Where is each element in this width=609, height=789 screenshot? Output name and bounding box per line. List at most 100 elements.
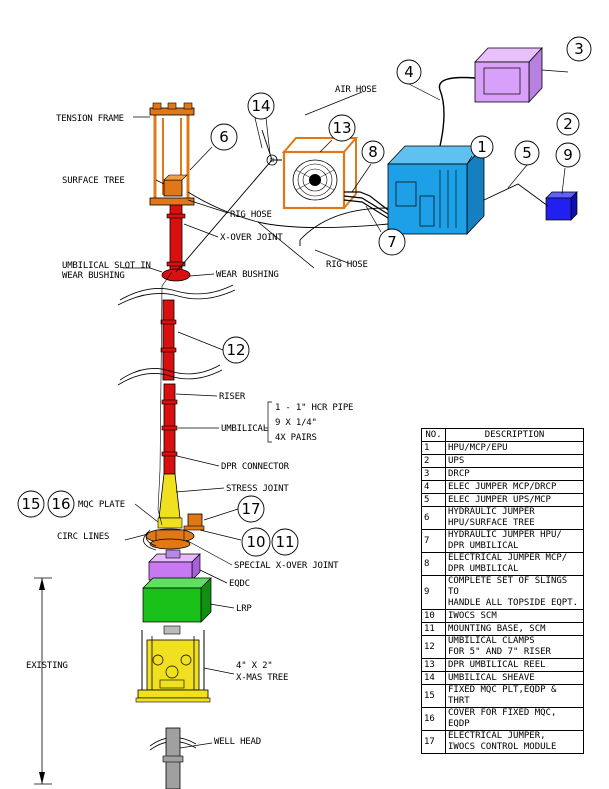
label-xmas-2: X-MAS TREE — [236, 673, 288, 683]
existing-dimension — [34, 577, 52, 785]
legend-description-line: UMBILICAL SHEAVE — [448, 672, 535, 683]
legend-description-line: COMPLETE SET OF SLINGS TO — [448, 576, 568, 597]
legend-description-line: COVER FOR FIXED MQC, EQDP — [448, 708, 557, 729]
legend-row-number: 7 — [421, 529, 446, 553]
legend-description-line: HPU/MCP/EPU — [448, 442, 508, 453]
legend-description-line: ELEC JUMPER MCP/DRCP — [448, 481, 557, 492]
label-xover-joint: X-OVER JOINT — [220, 233, 283, 243]
legend-row-description: COVER FOR FIXED MQC, EQDP — [445, 707, 584, 731]
label-special-xover: SPECIAL X-OVER JOINT — [234, 561, 339, 571]
legend-description-line: IWOCS CONTROL MODULE — [448, 742, 557, 752]
legend-header-desc: DESCRIPTION — [445, 428, 584, 442]
bubble-1: 1 — [477, 138, 487, 156]
legend-row-description: ELEC JUMPER UPS/MCP — [445, 493, 584, 507]
label-umb-spec-1: 1 - 1" HCR PIPE — [275, 403, 353, 413]
legend-row-number: 1 — [421, 441, 446, 455]
legend-header-row: NO. DESCRIPTION — [421, 428, 584, 442]
legend-description-line: HANDLE ALL TOPSIDE EQPT. — [448, 598, 579, 608]
legend-description-line: IWOCS SCM — [448, 610, 497, 621]
label-surface-tree: SURFACE TREE — [62, 176, 125, 186]
legend-row-number: 16 — [421, 707, 446, 731]
label-umbilical: UMBILICAL — [221, 424, 268, 434]
legend-description-line: DRCP — [448, 468, 470, 479]
legend-row-number: 13 — [421, 658, 446, 672]
legend-row-description: HYDRAULIC JUMPER HPU/DPR UMBILICAL — [445, 529, 584, 553]
legend-row-description: UPS — [445, 454, 584, 468]
legend-row-number: 14 — [421, 671, 446, 685]
label-circ-lines: CIRC LINES — [57, 532, 109, 542]
legend-row-number: 4 — [421, 480, 446, 494]
bubbles — [17, 36, 592, 557]
xmas-tree-shape — [146, 639, 200, 691]
label-air-hose: AIR HOSE — [335, 85, 377, 95]
bubble-15: 15 — [21, 495, 40, 513]
bubble-5: 5 — [522, 144, 532, 162]
legend-row-number: 15 — [421, 684, 446, 708]
legend-row-number: 11 — [421, 622, 446, 636]
label-rig-hose-1: RIG HOSE — [230, 210, 272, 220]
bubble-11: 11 — [275, 533, 294, 551]
label-xmas-1: 4" X 2" — [236, 661, 273, 671]
label-mqc-plate: MQC PLATE — [78, 500, 125, 510]
label-umbilical-slot-1: UMBILICAL SLOT IN — [62, 261, 151, 271]
eqdc-shape — [148, 561, 193, 581]
lrp-shape — [142, 587, 202, 623]
legend-description-line: HYDRAULIC JUMPER HPU/ — [448, 530, 562, 540]
label-stress-joint: STRESS JOINT — [226, 484, 289, 494]
bubble-3: 3 — [574, 40, 584, 58]
legend-description-line: DPR UMBILICAL — [448, 541, 519, 551]
legend-row-description: DRCP — [445, 467, 584, 481]
label-riser: RISER — [219, 392, 246, 402]
ups-box — [545, 191, 578, 221]
legend-row-number: 9 — [421, 575, 446, 610]
legend-description-line: ELECTRICAL JUMPER MCP/ — [448, 553, 568, 563]
legend-description-line: UPS — [448, 455, 465, 466]
legend-description-line: ELECTRICAL JUMPER, — [448, 731, 546, 741]
bubble-14: 14 — [251, 97, 270, 115]
bubble-12: 12 — [226, 341, 245, 359]
label-well-head: WELL HEAD — [214, 737, 261, 747]
label-eqdc: EQDC — [229, 579, 250, 589]
legend-row-number: 6 — [421, 506, 446, 530]
tension-frame-shape — [149, 102, 195, 206]
legend-row-number: 8 — [421, 552, 446, 576]
legend-row-number: 3 — [421, 467, 446, 481]
wear-bushing-shape — [161, 268, 191, 282]
bubble-6: 6 — [219, 128, 229, 146]
label-umbilical-slot-2: WEAR BUSHING — [62, 271, 125, 281]
surface-tree-shape — [163, 179, 183, 197]
label-wear-bushing: WEAR BUSHING — [216, 270, 279, 280]
legend-row-description: HPU/MCP/EPU — [445, 441, 584, 455]
legend-row-number: 2 — [421, 454, 446, 468]
legend-description-line: HPU/SURFACE TREE — [448, 518, 535, 528]
legend-description-line: FOR 5" AND 7" RISER — [448, 647, 551, 657]
bubble-2: 2 — [563, 115, 573, 133]
label-umb-spec-3: 4X PAIRS — [275, 433, 317, 443]
legend-row-description: ELECTRICAL JUMPER MCP/DPR UMBILICAL — [445, 552, 584, 576]
legend-header-no: NO. — [421, 428, 446, 442]
legend-description-line: HYDRAULIC JUMPER — [448, 507, 535, 517]
bubble-16: 16 — [51, 495, 70, 513]
label-dpr-connector: DPR CONNECTOR — [221, 462, 290, 472]
legend-description-line: UMBILICAL CLAMPS — [448, 636, 535, 646]
legend-description-line: DPR UMBILICAL REEL — [448, 659, 546, 670]
